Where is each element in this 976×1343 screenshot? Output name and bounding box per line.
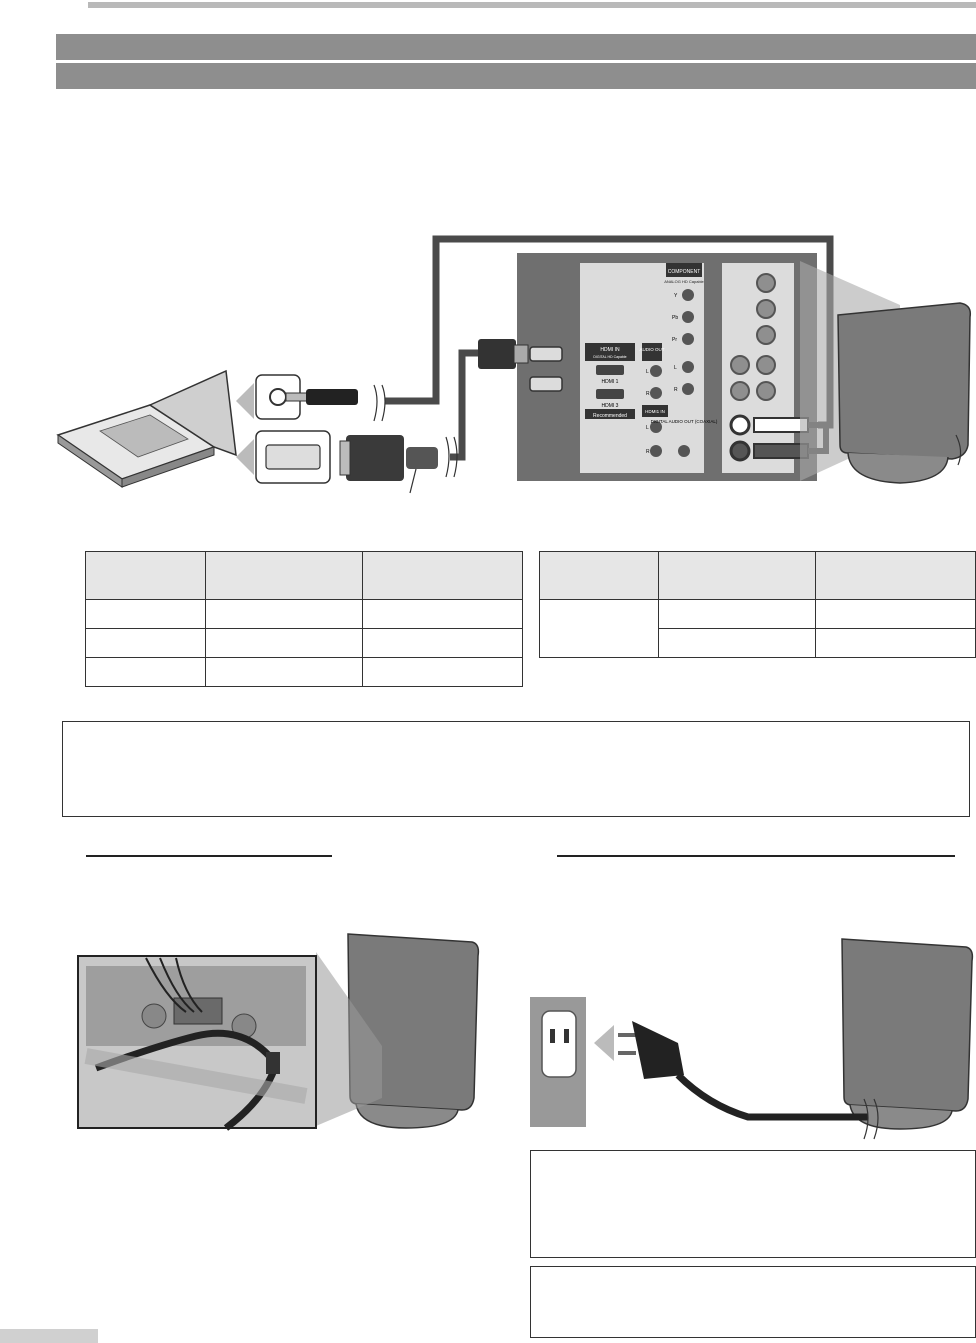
- svg-text:DIGITAL HD Capable: DIGITAL HD Capable: [593, 355, 626, 359]
- svg-text:HDMI 1: HDMI 1: [602, 379, 619, 385]
- tv-side-icon: [800, 261, 972, 484]
- note-box: [62, 721, 970, 817]
- power-cord-heading-rule: [557, 855, 955, 857]
- rca-white-plug: [753, 417, 809, 433]
- svg-text:Pb: Pb: [672, 315, 678, 321]
- page-footer-tab: [0, 1329, 98, 1343]
- svg-text:Recommended: Recommended: [593, 413, 627, 419]
- cable-holder-icon: [173, 997, 223, 1025]
- table-header-row: [539, 551, 976, 600]
- svg-text:R: R: [646, 391, 650, 397]
- section-subtitle-bar: [56, 63, 976, 89]
- svg-text:ANALOG HD Capable: ANALOG HD Capable: [664, 279, 704, 284]
- ferrite-core-icon: [406, 447, 438, 469]
- section-title-bar: [56, 34, 976, 60]
- hdmi-cable: [450, 349, 480, 461]
- table-row: [85, 628, 523, 658]
- svg-text:L: L: [646, 425, 649, 431]
- power-plug-icon: [618, 1021, 684, 1079]
- pc-connection-diagram: COMPONENT ANALOG HD Capable Y Pb Pr L R …: [56, 235, 972, 494]
- component-header-label: COMPONENT: [668, 269, 701, 275]
- svg-text:HDMI1 IN: HDMI1 IN: [645, 409, 665, 414]
- rca-red-plug: [753, 443, 809, 459]
- tv-side-icon: [841, 938, 974, 1112]
- cable-holder-illustration: [77, 933, 480, 1131]
- table-row: [540, 628, 976, 658]
- svg-text:L: L: [646, 369, 649, 375]
- svg-text:Pr: Pr: [672, 337, 677, 343]
- hdmi-dvi-adapter-icon: [346, 435, 404, 481]
- svg-text:HDMI 3: HDMI 3: [602, 403, 619, 409]
- resolution-table-left: [85, 551, 523, 687]
- power-cord: [675, 1072, 868, 1121]
- svg-text:HDMI IN: HDMI IN: [600, 347, 620, 353]
- table-row: [85, 657, 523, 687]
- svg-text:Y: Y: [674, 293, 678, 299]
- header-rule: [88, 2, 976, 8]
- table-header-row: [85, 551, 523, 600]
- svg-text:AUDIO OUT: AUDIO OUT: [639, 347, 664, 352]
- resolution-table-right: [539, 551, 976, 658]
- table-row: [85, 599, 523, 629]
- power-cord-illustration: [530, 938, 974, 1140]
- power-note-box: [530, 1150, 976, 1258]
- svg-text:DIGITAL AUDIO OUT (COAXIAL): DIGITAL AUDIO OUT (COAXIAL): [651, 419, 718, 424]
- caution-note-box: [530, 1266, 976, 1338]
- laptop-icon: [56, 369, 237, 488]
- svg-text:L: L: [674, 365, 677, 371]
- cable-holder-heading-rule: [86, 855, 332, 857]
- table-row: [539, 599, 976, 658]
- svg-text:R: R: [674, 387, 678, 393]
- tv-back-panel: COMPONENT ANALOG HD Capable Y Pb Pr L R …: [517, 253, 817, 481]
- hdmi-plug: [478, 339, 516, 369]
- svg-text:R: R: [646, 449, 650, 455]
